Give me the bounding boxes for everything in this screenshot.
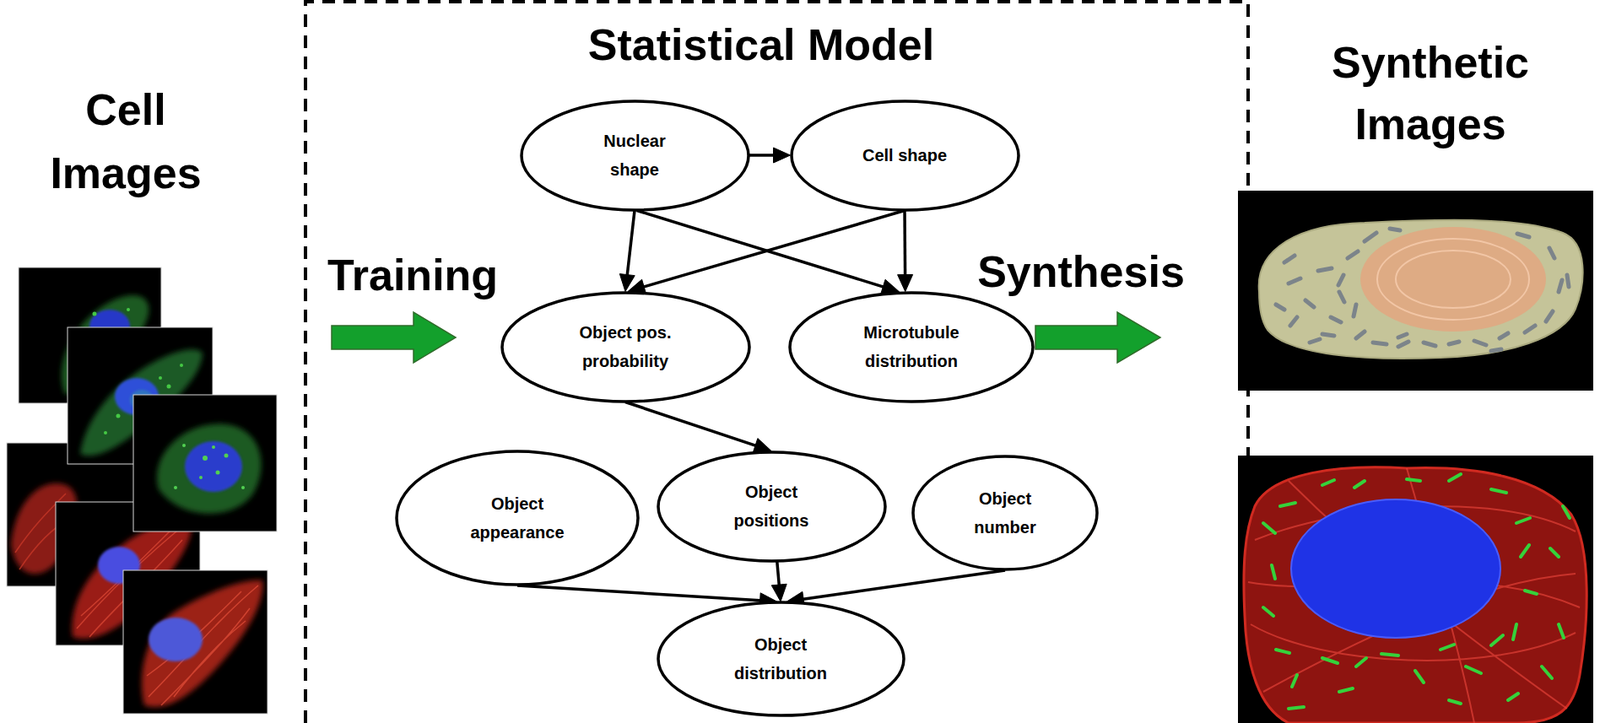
cell-nucleus [1291, 499, 1501, 638]
connector-line [637, 210, 887, 288]
synthetic-cell-render [1237, 455, 1594, 723]
node-text-group: Object appearance [461, 489, 573, 547]
ellipse-outline [911, 454, 1099, 572]
model-node: Nuclear shape [519, 99, 751, 212]
connector-line [777, 561, 780, 589]
cell-body [156, 424, 262, 514]
nucleus-contour [1377, 238, 1530, 320]
ellipse-shape [521, 101, 749, 211]
arrow-connector [619, 210, 635, 292]
model-region: Statistical ModelNuclear shape Cell shape… [303, 0, 1250, 723]
thumbnail-ground [133, 394, 277, 532]
process-label: Synthesis [977, 249, 1185, 294]
microtubule-filaments [1248, 468, 1580, 723]
ellipse-shape [913, 456, 1098, 570]
dashed-border [305, 1, 1249, 723]
arrowhead [771, 583, 787, 602]
connector-line [517, 585, 764, 601]
thumbnail-ground [123, 570, 268, 714]
ellipse-outline [394, 449, 640, 587]
cell-nucleus [1360, 227, 1546, 332]
node-text-group: Object distribution [724, 630, 837, 688]
label-holder: Synthetic Images [1303, 32, 1557, 156]
ellipse-shape [396, 451, 638, 585]
ellipse-outline [519, 99, 751, 212]
node-label: Nuclear shape [578, 126, 691, 184]
synthetic-cell-render [1237, 190, 1594, 391]
model-node: Object distribution [656, 600, 906, 718]
connector-line [902, 210, 907, 279]
node-label: Cell shape [848, 140, 961, 170]
ellipse-outline [656, 450, 887, 563]
connector-line [640, 210, 905, 289]
connector-line [800, 570, 1006, 600]
cell-nucleus [148, 617, 203, 662]
label-holder: Training [327, 253, 498, 298]
arrow-connector [625, 402, 772, 454]
arrowhead [897, 275, 914, 292]
node-text-group: Microtubule distribution [855, 318, 968, 376]
node-label: Object appearance [461, 489, 573, 547]
node-label: Object number [949, 484, 1061, 542]
arrow-connector [786, 570, 1006, 607]
model-node: Object number [911, 454, 1099, 572]
cell-thumbnail [123, 570, 268, 714]
arrowhead [773, 147, 791, 163]
node-text-group: Object positions [715, 477, 828, 536]
organelle-rods [1263, 474, 1570, 709]
render-ground [1237, 190, 1594, 391]
ellipse-shape [791, 101, 1019, 211]
ellipse-shape [658, 452, 886, 562]
model-node: Object positions [656, 450, 887, 563]
node-label: Object distribution [724, 630, 837, 688]
node-text-group: Object number [949, 484, 1061, 542]
cell-nucleus [184, 441, 243, 492]
region-heading-holder: Statistical Model [588, 21, 935, 70]
cell-body [141, 580, 263, 708]
process-label: Training [327, 253, 498, 298]
region-heading: Statistical Model [588, 21, 935, 70]
node-label: Object pos. probability [569, 318, 682, 376]
ellipse-outline [500, 291, 752, 404]
ellipse-outline [788, 291, 1035, 404]
cell-membrane [1259, 220, 1584, 359]
model-node: Cell shape [789, 99, 1021, 212]
cell-membrane [1243, 467, 1587, 723]
model-node: Object appearance [394, 449, 640, 587]
ellipse-shape [502, 292, 750, 402]
ellipse-shape [789, 292, 1033, 402]
node-text-group: Cell shape [848, 140, 961, 170]
node-text-group: Nuclear shape [578, 126, 691, 184]
arrow-connector [627, 210, 905, 295]
node-label: Microtubule distribution [855, 318, 968, 376]
panel-heading: Cell Images [24, 78, 228, 206]
node-text-group: Object pos. probability [569, 318, 682, 376]
training-arrow [331, 312, 456, 363]
label-holder: Cell Images [24, 78, 228, 206]
render-ground [1237, 455, 1594, 723]
connector-line [625, 402, 759, 448]
arrow-connector [749, 147, 791, 163]
model-node: Microtubule distribution [788, 291, 1035, 404]
ellipse-outline [656, 600, 906, 718]
protein-speckles [173, 443, 245, 490]
panel-heading: Synthetic Images [1303, 32, 1557, 156]
arrow-connector [771, 561, 787, 602]
cell-thumbnail [133, 394, 277, 532]
label-holder: Synthesis [977, 249, 1185, 294]
arrow-connector [897, 210, 914, 292]
nucleus-contour [1395, 250, 1511, 309]
connector-line [627, 210, 635, 279]
connector-line [749, 153, 778, 157]
model-node: Object pos. probability [500, 291, 752, 404]
synthesis-arrow [1035, 312, 1161, 363]
node-label: Object positions [715, 477, 828, 536]
ellipse-shape [658, 602, 904, 716]
cell-filaments [146, 585, 259, 706]
